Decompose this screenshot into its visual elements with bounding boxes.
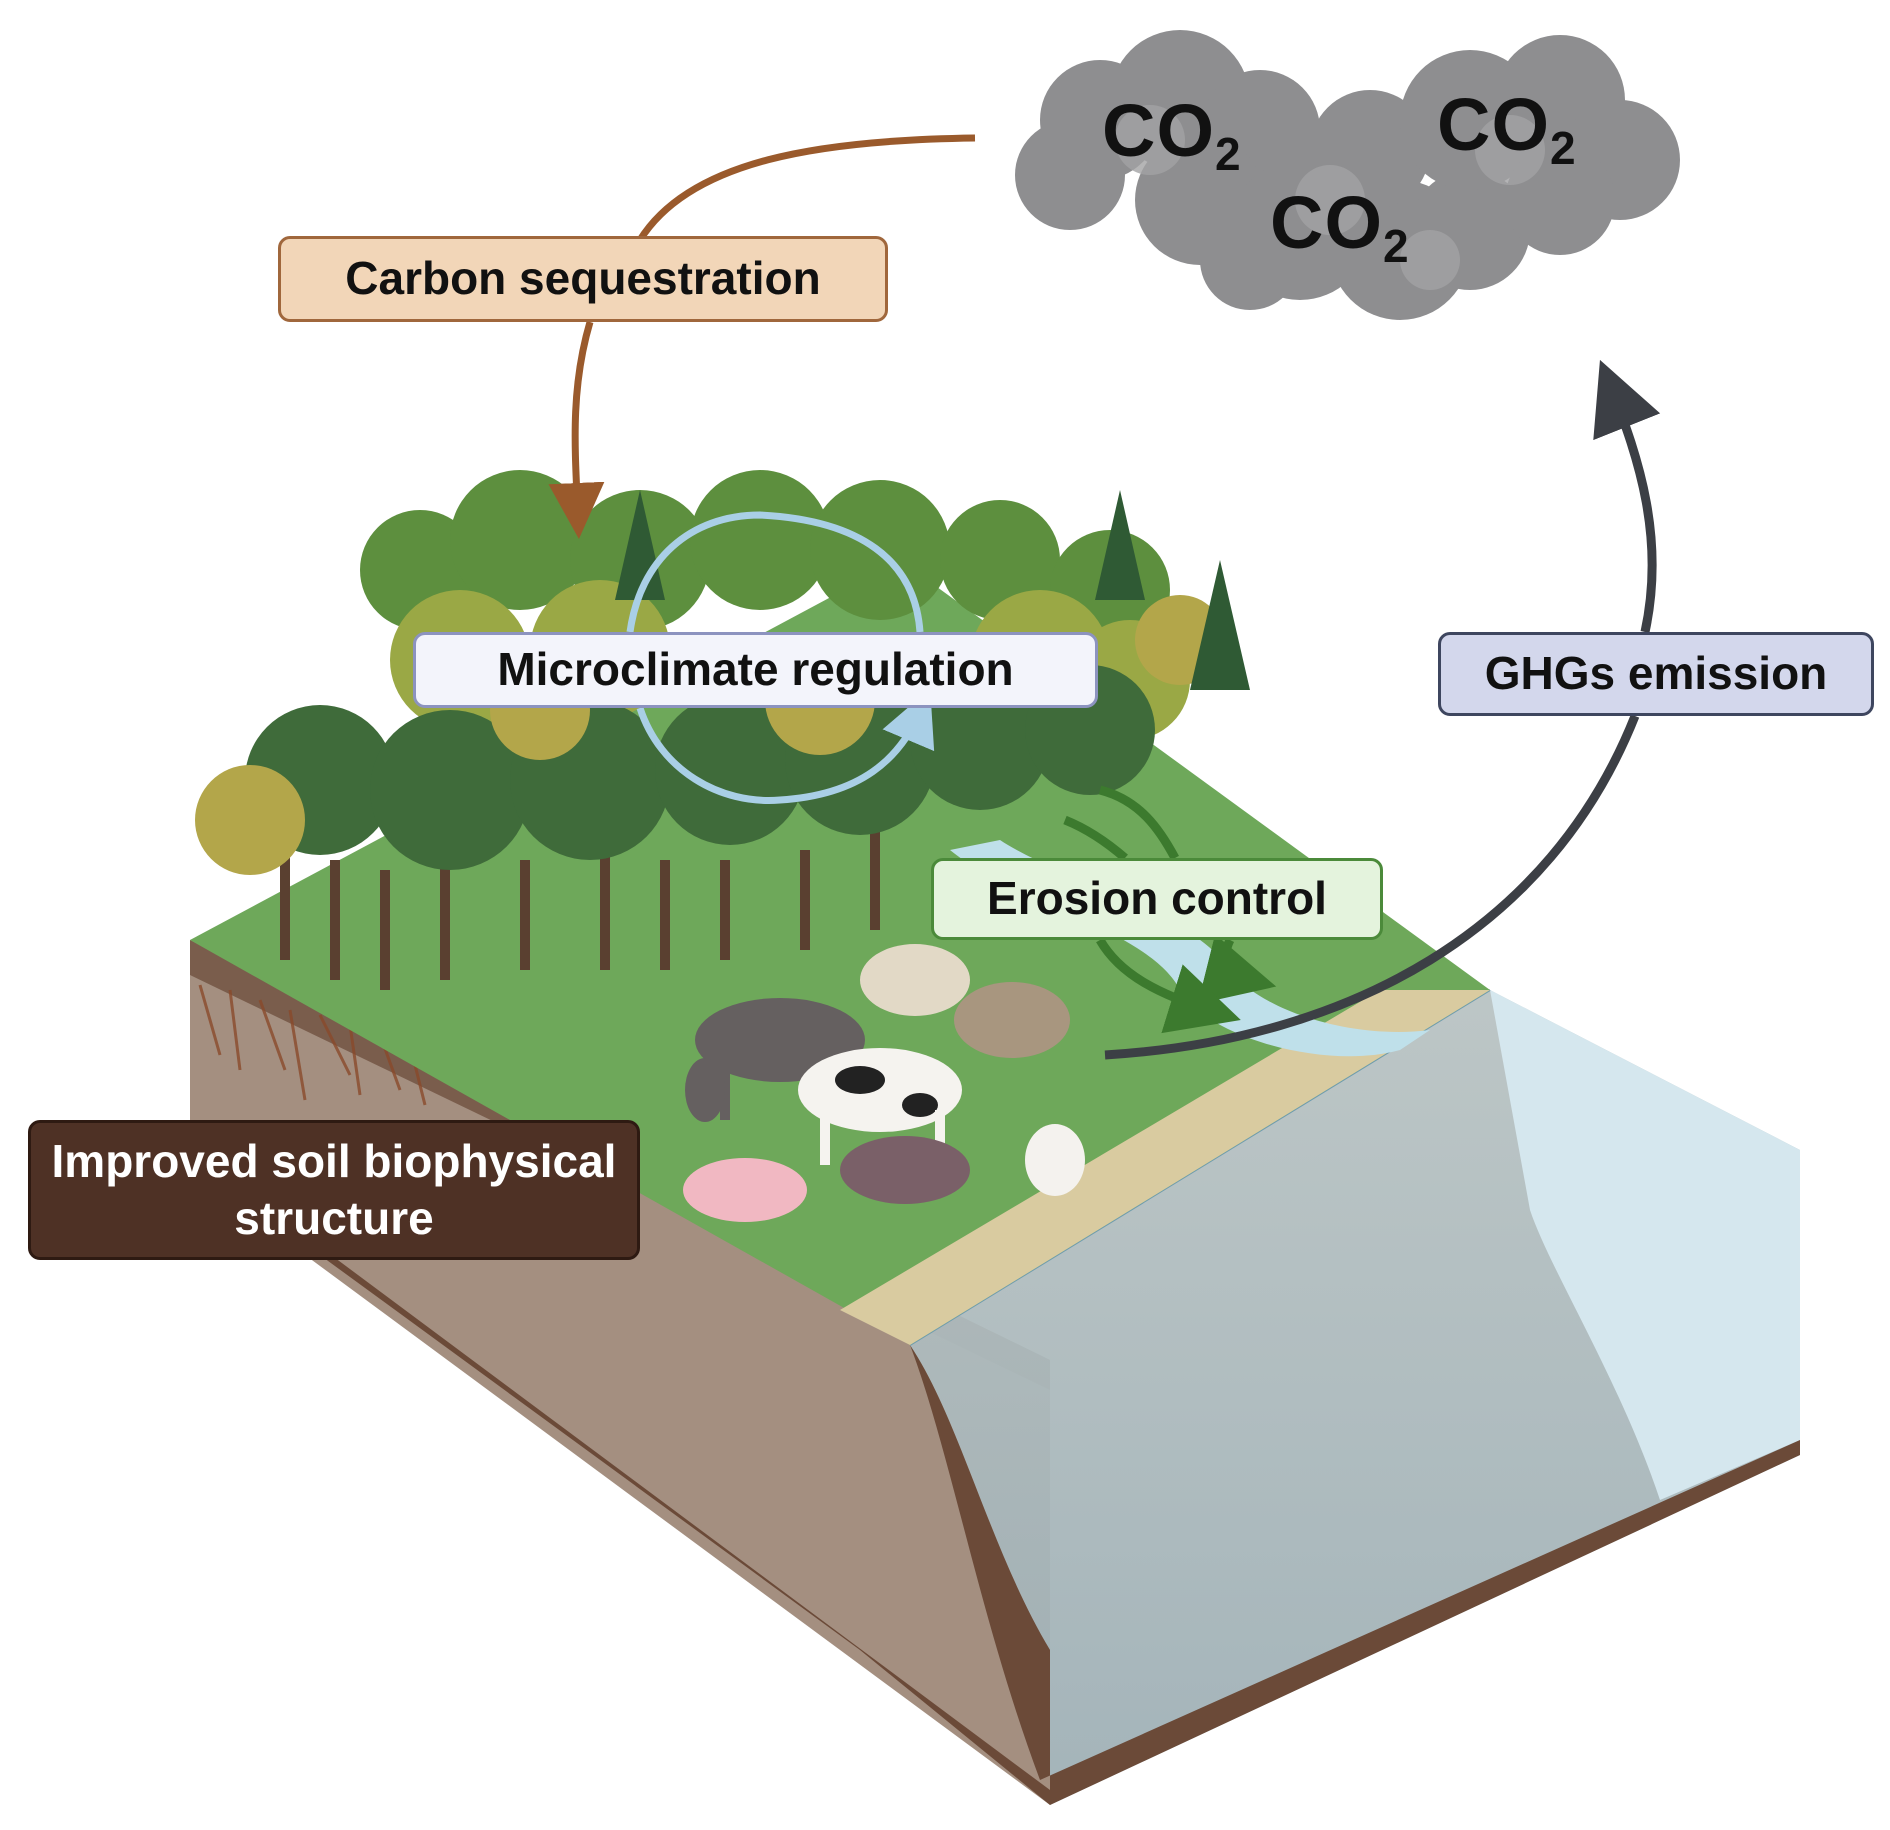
livestock	[683, 944, 1085, 1222]
ghgs-emission-label: GHGs emission	[1438, 632, 1874, 716]
microclimate-regulation-label: Microclimate regulation	[413, 632, 1098, 708]
carbon-sequestration-label: Carbon sequestration	[278, 236, 888, 322]
co2-cloud-highlights	[1115, 105, 1545, 290]
erosion-arrow-1	[1098, 785, 1179, 861]
co2-label: CO2	[1437, 83, 1577, 174]
improved-soil-label: Improved soil biophysical structure	[28, 1120, 640, 1260]
erosion-arrow-4	[1096, 937, 1241, 1034]
carbon-sequestration-arrow	[575, 134, 976, 518]
microclimate-cycle-arrow	[626, 511, 922, 804]
ghgs-emission-arrow	[1104, 385, 1652, 1060]
co2-label: CO2	[1270, 181, 1410, 272]
erosion-arrow-2	[1063, 815, 1128, 862]
erosion-control-label: Erosion control	[931, 858, 1383, 940]
co2-label: CO2	[1102, 89, 1242, 180]
